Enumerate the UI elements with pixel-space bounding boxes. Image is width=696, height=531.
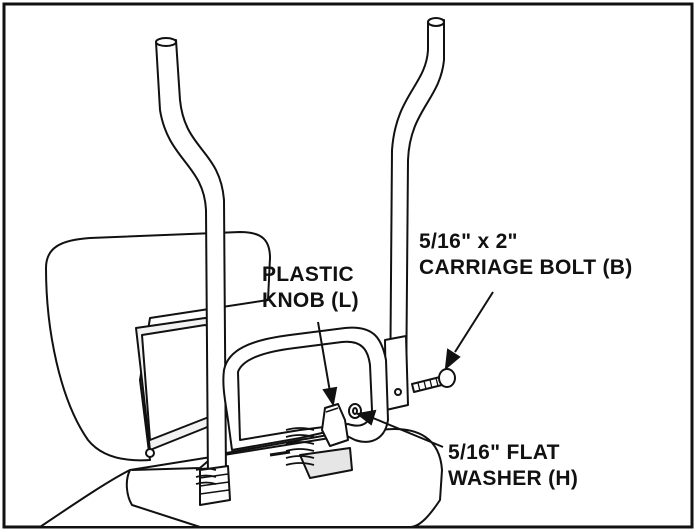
plastic-knob-label: PLASTIC KNOB (L) (262, 262, 359, 314)
carriage-bolt (411, 368, 456, 393)
cross-bracket (222, 326, 389, 451)
carriage-bolt-label-line1: 5/16" x 2" (419, 230, 518, 253)
leader-arrows (317, 291, 494, 448)
right-handle-tip-icon (427, 17, 445, 27)
washer-leader-line (372, 417, 444, 448)
bolt-leader-line (454, 291, 494, 353)
springs (195, 427, 315, 485)
carriage-bolt-label: 5/16" x 2" CARRIAGE BOLT (B) (419, 229, 633, 281)
knob-leader-line (317, 321, 331, 393)
washer-arrowhead-icon (355, 409, 377, 426)
plastic-knob (321, 403, 349, 447)
plastic-knob-label-line1: PLASTIC (262, 263, 354, 286)
flat-washer-label-line2: WASHER (H) (448, 467, 579, 490)
seat-bolt-icon (145, 448, 155, 458)
left-handle-tip-icon (155, 37, 177, 47)
plastic-knob-label-line2: KNOB (L) (262, 289, 359, 312)
carriage-bolt-label-line2: CARRIAGE BOLT (B) (419, 256, 633, 279)
flat-washer-label: 5/16" FLAT WASHER (H) (448, 440, 578, 492)
flat-washer-label-line1: 5/16" FLAT (448, 441, 560, 464)
knob-arrowhead-icon (322, 386, 338, 407)
bolt-arrowhead-icon (444, 348, 461, 371)
right-handle (384, 17, 445, 411)
right-handle-hole-icon (394, 388, 402, 396)
